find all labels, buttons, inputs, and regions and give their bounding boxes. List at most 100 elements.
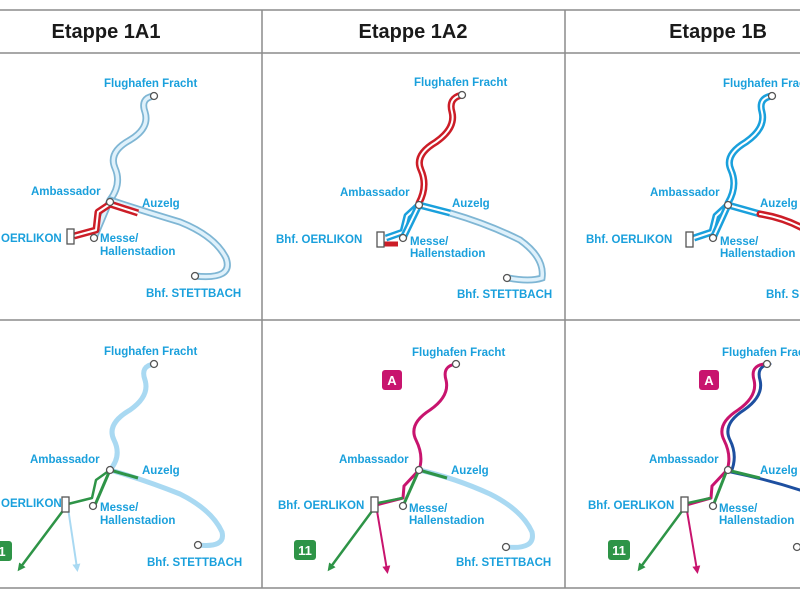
label-oerlikon: OERLIKON — [1, 233, 62, 245]
route-magenta-line-a — [375, 362, 458, 574]
route-flughafen-ambassador — [106, 92, 158, 204]
label-auzelg: Auzelg — [760, 198, 798, 210]
panel-1a1-top: Flughafen Fracht Ambassador Auzelg OERLI… — [1, 78, 241, 300]
route-cyan-oerlikon-auzelg — [692, 201, 761, 242]
stop-ambassador — [105, 197, 115, 207]
stop-stettbach — [792, 542, 800, 552]
route-ambassador-stettbach — [446, 209, 546, 284]
label-stettbach: Bhf. STETTBACH — [456, 557, 551, 569]
oerlikon-terminus — [370, 496, 379, 513]
label-ambassador: Ambassador — [339, 454, 409, 466]
badge-line-11-text: 1 — [0, 544, 6, 559]
oerlikon-terminus — [66, 228, 75, 245]
oerlikon-terminus — [376, 231, 385, 248]
label-ambassador: Ambassador — [340, 187, 410, 199]
stop-messe — [708, 233, 718, 243]
label-oerlikon: Bhf. OERLIKON — [588, 500, 674, 512]
header-etappe-1a2: Etappe 1A2 — [359, 21, 468, 43]
panel-1a2-top: Flughafen Fracht Ambassador Auzelg Bhf. … — [276, 77, 552, 301]
label-oerlikon: Bhf. OERLIKON — [278, 500, 364, 512]
badge-line-11-text: 11 — [298, 543, 312, 558]
label-ambassador: Ambassador — [650, 187, 720, 199]
stop-stettbach — [501, 542, 511, 552]
label-hallenstadion: Hallenstadion — [410, 248, 485, 260]
label-flughafen: Flughafen Fracht — [412, 347, 505, 359]
route-light-oerlikon-south — [67, 507, 81, 572]
panel-1b-top: Flughafen Fracht Ambassador Auzelg Bhf. … — [586, 78, 800, 301]
label-stettbach: Bhf. STETTBACH — [147, 557, 242, 569]
label-flughafen: Flughafen Fracht — [723, 78, 800, 90]
label-messe: Messe/ — [720, 236, 759, 248]
badge-line-a: A — [382, 370, 402, 390]
stop-flughafen — [457, 90, 467, 100]
route-red-auzelg-stettbach — [756, 210, 800, 231]
stop-stettbach — [502, 273, 512, 283]
header-etappe-1a1: Etappe 1A1 — [52, 21, 161, 43]
oerlikon-terminus — [685, 231, 694, 248]
route-ambassador-stettbach — [416, 467, 535, 550]
badge-line-a-text: A — [704, 373, 714, 388]
oerlikon-terminus — [680, 496, 689, 513]
label-oerlikon: OERLIKON — [1, 498, 62, 510]
stop-stettbach — [193, 540, 203, 550]
stop-flughafen — [149, 359, 159, 369]
stop-flughafen — [767, 91, 777, 101]
label-messe: Messe/ — [719, 503, 758, 515]
route-ambassador-stettbach — [106, 196, 231, 281]
label-flughafen: Flughafen Fracht — [104, 346, 197, 358]
label-stettbach: Bhf. STETTBACH — [457, 289, 552, 301]
stop-ambassador — [723, 465, 733, 475]
route-ambassador-stettbach — [107, 467, 225, 548]
stop-messe — [88, 501, 98, 511]
panel-1a2-bottom: Flughafen Fracht Ambassador Auzelg Bhf. … — [278, 347, 551, 574]
label-hallenstadion: Hallenstadion — [100, 515, 175, 527]
label-oerlikon: Bhf. OERLIKON — [586, 234, 672, 246]
stop-flughafen — [149, 91, 159, 101]
label-ambassador: Ambassador — [649, 454, 719, 466]
panel-1a1-bottom: Flughafen Fracht Ambassador Auzelg OERLI… — [0, 346, 242, 572]
header-etappe-1b: Etappe 1B — [669, 21, 767, 43]
label-stettbach: Bhf. S — [766, 289, 800, 301]
label-ambassador: Ambassador — [31, 186, 101, 198]
label-messe: Messe/ — [100, 233, 139, 245]
label-messe: Messe/ — [409, 503, 448, 515]
oerlikon-terminus — [61, 496, 70, 513]
stop-messe — [89, 233, 99, 243]
route-red-flughafen-ambassador — [415, 91, 466, 207]
stop-flughafen — [451, 359, 461, 369]
label-messe: Messe/ — [100, 502, 139, 514]
badge-line-a: A — [699, 370, 719, 390]
label-ambassador: Ambassador — [30, 454, 100, 466]
label-auzelg: Auzelg — [142, 465, 180, 477]
badge-line-11: 11 — [294, 540, 316, 560]
route-red-oerlikon-auzelg — [73, 200, 140, 240]
label-messe: Messe/ — [410, 236, 449, 248]
route-cyan-flughafen-ambassador — [724, 92, 776, 207]
label-auzelg: Auzelg — [760, 465, 798, 477]
label-hallenstadion: Hallenstadion — [719, 515, 794, 527]
stop-ambassador — [414, 465, 424, 475]
label-hallenstadion: Hallenstadion — [409, 515, 484, 527]
route-green-line-11 — [17, 468, 139, 572]
stop-ambassador — [105, 465, 115, 475]
route-flughafen-ambassador — [107, 361, 157, 473]
label-stettbach: Bhf. STETTBACH — [146, 288, 241, 300]
badge-line-a-text: A — [387, 373, 397, 388]
route-magenta-line-a — [685, 362, 766, 574]
stop-flughafen — [762, 359, 772, 369]
stop-ambassador — [414, 200, 424, 210]
label-hallenstadion: Hallenstadion — [720, 248, 795, 260]
stop-messe — [398, 501, 408, 511]
stop-messe — [708, 501, 718, 511]
label-oerlikon: Bhf. OERLIKON — [276, 234, 362, 246]
label-auzelg: Auzelg — [142, 198, 180, 210]
label-flughafen: Flughafen Fracht — [722, 347, 800, 359]
stop-stettbach — [190, 271, 200, 281]
label-flughafen: Flughafen Fracht — [414, 77, 507, 89]
route-cyan-oerlikon-auzelg — [384, 201, 451, 242]
grid-lines — [0, 9, 800, 589]
label-auzelg: Auzelg — [451, 465, 489, 477]
label-hallenstadion: Hallenstadion — [100, 246, 175, 258]
